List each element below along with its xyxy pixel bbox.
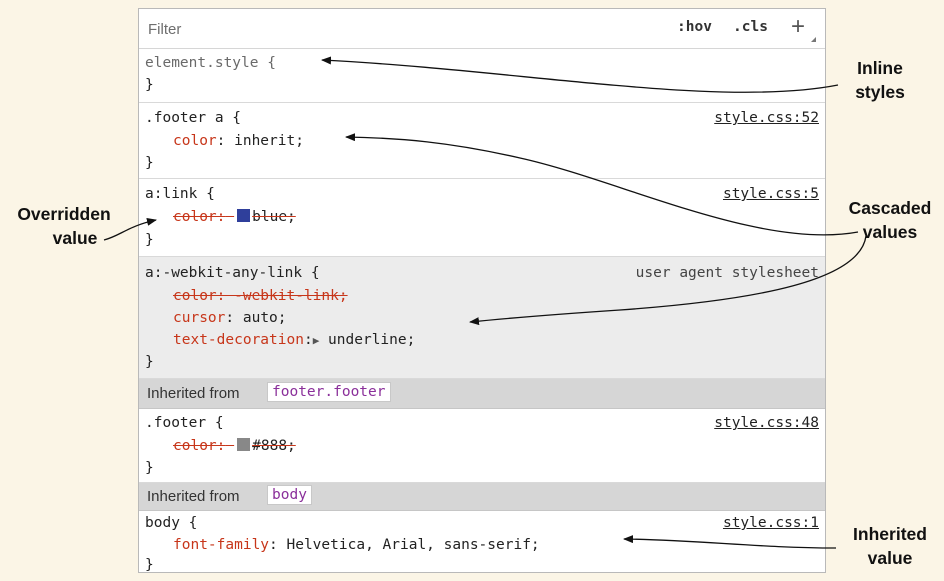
filter-input[interactable]: Filter (148, 21, 182, 38)
annotation-line: value (52, 228, 98, 248)
property-name: font-family (173, 537, 270, 553)
selector-footer[interactable]: .footer { (145, 415, 224, 431)
hover-state-toggle[interactable]: :hov (677, 19, 712, 35)
annotation-overridden-value: Overridden value (2, 202, 126, 250)
property-value: auto; (234, 310, 287, 326)
color-swatch-blue[interactable] (237, 209, 251, 222)
annotation-inline-styles: Inline styles (840, 56, 920, 104)
new-rule-plus-icon[interactable]: + (791, 13, 806, 40)
declaration-color-webkit-link[interactable]: color: -webkit-link; (173, 288, 348, 304)
declaration-color-888-overridden[interactable]: color: #888; (173, 438, 296, 454)
inherited-label: Inherited from (147, 385, 240, 402)
rule-a-link: a:link { style.css:5 color: blue; } (139, 179, 825, 257)
property-value: #888; (252, 438, 296, 454)
inherited-element-chip-footer[interactable]: footer.footer (267, 382, 391, 402)
selector-body[interactable]: body { (145, 515, 198, 531)
selector-webkit-any-link[interactable]: a:-webkit-any-link { (145, 265, 320, 281)
source-link-a-link[interactable]: style.css:5 (722, 186, 819, 202)
annotation-line: value (867, 548, 913, 568)
property-name: color (173, 133, 217, 149)
property-value: inherit; (225, 133, 304, 149)
annotation-line: Cascaded (848, 198, 932, 218)
rule-footer: .footer { style.css:48 color: #888; } (139, 409, 825, 483)
styles-panel: Filter :hov .cls + element.style { } .fo… (138, 8, 826, 573)
source-user-agent: user agent stylesheet (635, 265, 819, 281)
declaration-font-family[interactable]: font-family: Helvetica, Arial, sans-seri… (173, 537, 540, 553)
property-name: color: (173, 438, 226, 454)
selector-footer-a[interactable]: .footer a { (145, 110, 242, 126)
property-name: color: (173, 209, 226, 225)
corner-menu-icon[interactable] (811, 37, 816, 42)
expand-triangle-icon[interactable]: ▶ (312, 334, 320, 347)
inherited-header-body: Inherited from body (139, 483, 825, 511)
inherited-label: Inherited from (147, 488, 240, 505)
property-name: cursor (173, 310, 226, 326)
source-link-footer-a[interactable]: style.css:52 (714, 110, 819, 126)
selector-element-style[interactable]: element.style { (145, 55, 276, 71)
rule-footer-a: .footer a { style.css:52 color: inherit;… (139, 103, 825, 179)
annotation-line: Inline (857, 58, 903, 78)
declaration-color-blue-overridden[interactable]: color: blue; (173, 209, 296, 225)
rule-close-brace: } (145, 155, 154, 171)
declaration-color-inherit[interactable]: color: inherit; (173, 133, 304, 149)
annotation-line: styles (855, 82, 905, 102)
annotation-inherited-value: Inherited value (840, 522, 940, 570)
selector-a-link[interactable]: a:link { (145, 186, 215, 202)
property-name: text-decoration (173, 332, 304, 348)
rule-body: body { style.css:1 font-family: Helvetic… (139, 511, 825, 573)
rule-element-style: element.style { } (139, 49, 825, 103)
property-value: underline; (319, 332, 416, 348)
rule-close-brace: } (145, 557, 154, 573)
rule-close-brace: } (145, 460, 154, 476)
source-link-body[interactable]: style.css:1 (722, 515, 819, 531)
declaration-text-decoration[interactable]: text-decoration:▶ underline; (173, 332, 416, 348)
rule-close-brace: } (145, 354, 154, 370)
inherited-element-chip-body[interactable]: body (267, 485, 312, 505)
property-value: Helvetica, Arial, sans-serif; (277, 537, 540, 553)
filter-bar: Filter :hov .cls + (139, 9, 825, 49)
declaration-cursor-auto[interactable]: cursor: auto; (173, 310, 287, 326)
property-value: blue; (252, 209, 296, 225)
source-link-footer[interactable]: style.css:48 (714, 415, 819, 431)
color-swatch-gray[interactable] (237, 438, 251, 451)
annotation-cascaded-values: Cascaded values (836, 196, 944, 244)
rule-close-brace: } (145, 232, 154, 248)
annotation-line: Inherited (853, 524, 927, 544)
class-toggle[interactable]: .cls (733, 19, 768, 35)
rule-close-brace: } (145, 77, 154, 93)
annotation-line: Overridden (17, 204, 111, 224)
inherited-header-footer: Inherited from footer.footer (139, 379, 825, 409)
rule-webkit-any-link: a:-webkit-any-link { user agent styleshe… (139, 257, 825, 379)
annotation-line: values (862, 222, 918, 242)
